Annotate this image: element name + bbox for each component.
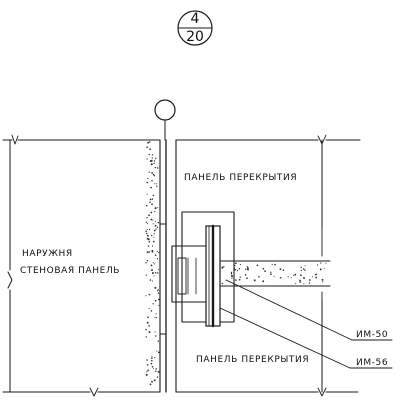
axis-line [165, 139, 177, 393]
outer-wall-label-line2: СТЕНОВАЯ ПАНЕЛЬ [20, 266, 120, 276]
floor-panel-top-label: ПАНЕЛЬ ПЕРЕКРЫТИЯ [184, 173, 297, 183]
sheet-reference-mark: 4 20 [177, 10, 213, 46]
floor-slab [219, 227, 331, 301]
floor-panel-bottom-label: ПАНЕЛЬ ПЕРЕКРЫТИЯ [196, 355, 309, 365]
callout-im50: ИМ-50 [225, 279, 393, 341]
outer-wall-label-line1: НАРУЖНЯ [22, 249, 73, 259]
connection-block [171, 211, 235, 323]
slab-stipple-texture [221, 262, 327, 285]
bottom-boundary-line [2, 387, 359, 397]
axis-marker [154, 99, 176, 141]
wall-stipple-texture [145, 141, 160, 386]
sheet-number: 4 [191, 11, 200, 27]
im56-label: ИМ-56 [356, 358, 388, 368]
im50-label: ИМ-50 [356, 330, 388, 340]
outer-wall-panel: НАРУЖНЯ СТЕНОВАЯ ПАНЕЛЬ [7, 139, 161, 393]
sheet-page: 20 [186, 29, 204, 45]
callout-im56: ИМ-56 [219, 307, 393, 369]
wall-embedded-plate [159, 223, 167, 335]
top-boundary-line [2, 134, 361, 145]
im56-vertical-plate [205, 224, 221, 328]
